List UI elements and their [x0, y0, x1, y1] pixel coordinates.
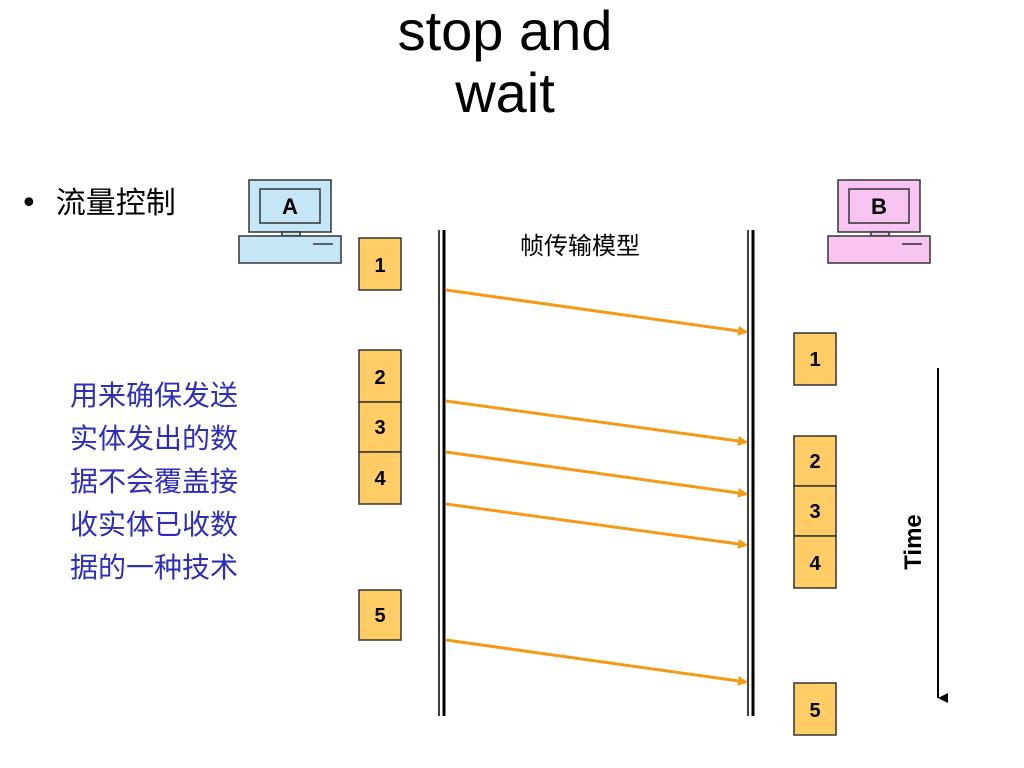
- host-a-base: [238, 235, 342, 264]
- frame-3-arrow: [445, 450, 748, 498]
- sender-frame-2-label: 2: [374, 367, 385, 389]
- title-line-2: wait: [455, 61, 555, 124]
- time-label: Time: [900, 514, 927, 570]
- receiver-frame-2: [793, 435, 837, 487]
- description-line: 实体发出的数: [70, 422, 239, 455]
- transmission-arrows: [445, 288, 748, 686]
- description-line: 据的一种技术: [70, 551, 239, 584]
- receiver-frame-5-label: 5: [809, 700, 820, 722]
- sender-timeline: [438, 230, 446, 716]
- receiver-frame-5: [793, 682, 837, 736]
- frame-5-arrow: [445, 638, 748, 686]
- receiver-frame-2-label: 2: [809, 451, 820, 473]
- bullet-symbol: •: [20, 186, 38, 221]
- host-a-label: A: [282, 194, 298, 219]
- host-a-computer-icon: A: [238, 179, 342, 264]
- host-b-computer-icon: B: [827, 179, 931, 264]
- title-line-1: stop and: [397, 0, 613, 62]
- sender-frame-5: [358, 589, 402, 641]
- frame-2-arrow: [445, 399, 748, 446]
- sender-frame-1-label: 1: [374, 255, 385, 277]
- sender-frame-3-label: 3: [374, 417, 385, 439]
- receiver-frame-1: [793, 332, 837, 386]
- description-line: 收实体已收数: [70, 508, 239, 541]
- frame-transfer-model-label: 帧传输模型: [520, 232, 640, 260]
- receiver-frame-1-label: 1: [809, 349, 820, 371]
- bullet-item: • 流量控制: [20, 184, 176, 224]
- host-b-base: [827, 235, 931, 264]
- sender-frame-4: [358, 451, 402, 505]
- sender-frame-5-label: 5: [374, 605, 385, 627]
- host-a-screen: [259, 188, 321, 224]
- description-line: 据不会覆盖接: [70, 465, 239, 498]
- sender-frame-2: [358, 349, 402, 403]
- sender-frames: 1 2 3 4 5: [358, 237, 402, 641]
- sender-frame-4-label: 4: [374, 468, 386, 490]
- slide-title: stop and wait: [0, 0, 1010, 124]
- receiver-frame-4: [793, 535, 837, 589]
- bullet-text: 流量控制: [55, 186, 176, 221]
- host-b-label: B: [871, 194, 887, 219]
- receiver-frames: 1 2 3 4 5: [793, 332, 837, 736]
- receiver-frame-4-label: 4: [809, 553, 821, 575]
- host-b-screen: [848, 188, 910, 224]
- frame-4-arrow: [445, 502, 748, 549]
- sender-frame-1: [358, 237, 402, 291]
- description-line: 用来确保发送: [70, 379, 239, 412]
- description-text: 用来确保发送 实体发出的数 据不会覆盖接 收实体已收数 据的一种技术: [70, 374, 290, 589]
- receiver-timeline: [747, 230, 755, 716]
- frame-1-arrow: [445, 288, 748, 336]
- receiver-frame-3-label: 3: [809, 501, 820, 523]
